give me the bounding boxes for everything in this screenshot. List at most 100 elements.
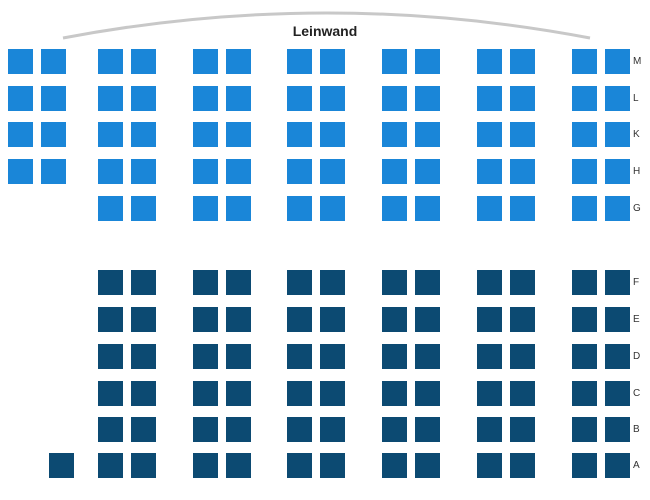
seat-B-4-0[interactable]	[382, 417, 407, 442]
seat-F-6-1[interactable]	[605, 270, 630, 295]
seat-F-4-1[interactable]	[415, 270, 440, 295]
seat-M-0-0[interactable]	[8, 49, 33, 74]
seat-G-4-0[interactable]	[382, 196, 407, 221]
seat-A-5-1[interactable]	[510, 453, 535, 478]
seat-G-2-0[interactable]	[193, 196, 218, 221]
seat-B-3-1[interactable]	[320, 417, 345, 442]
seat-K-4-1[interactable]	[415, 122, 440, 147]
seat-L-5-1[interactable]	[510, 86, 535, 111]
seat-D-2-1[interactable]	[226, 344, 251, 369]
seat-F-3-0[interactable]	[287, 270, 312, 295]
seat-L-0-1[interactable]	[41, 86, 66, 111]
seat-E-5-1[interactable]	[510, 307, 535, 332]
seat-M-2-0[interactable]	[193, 49, 218, 74]
seat-G-6-0[interactable]	[572, 196, 597, 221]
seat-D-1-1[interactable]	[131, 344, 156, 369]
seat-E-4-0[interactable]	[382, 307, 407, 332]
seat-B-6-0[interactable]	[572, 417, 597, 442]
seat-A-single[interactable]	[49, 453, 74, 478]
seat-G-6-1[interactable]	[605, 196, 630, 221]
seat-L-3-1[interactable]	[320, 86, 345, 111]
seat-D-3-1[interactable]	[320, 344, 345, 369]
seat-G-3-1[interactable]	[320, 196, 345, 221]
seat-B-2-1[interactable]	[226, 417, 251, 442]
seat-H-4-1[interactable]	[415, 159, 440, 184]
seat-L-3-0[interactable]	[287, 86, 312, 111]
seat-L-1-1[interactable]	[131, 86, 156, 111]
seat-D-1-0[interactable]	[98, 344, 123, 369]
seat-E-3-0[interactable]	[287, 307, 312, 332]
seat-K-2-1[interactable]	[226, 122, 251, 147]
seat-C-2-0[interactable]	[193, 381, 218, 406]
seat-H-3-0[interactable]	[287, 159, 312, 184]
seat-A-5-0[interactable]	[477, 453, 502, 478]
seat-C-3-0[interactable]	[287, 381, 312, 406]
seat-M-0-1[interactable]	[41, 49, 66, 74]
seat-L-4-1[interactable]	[415, 86, 440, 111]
seat-C-1-0[interactable]	[98, 381, 123, 406]
seat-C-4-0[interactable]	[382, 381, 407, 406]
seat-F-1-0[interactable]	[98, 270, 123, 295]
seat-L-2-0[interactable]	[193, 86, 218, 111]
seat-G-2-1[interactable]	[226, 196, 251, 221]
seat-B-1-0[interactable]	[98, 417, 123, 442]
seat-F-6-0[interactable]	[572, 270, 597, 295]
seat-E-2-1[interactable]	[226, 307, 251, 332]
seat-H-2-1[interactable]	[226, 159, 251, 184]
seat-H-3-1[interactable]	[320, 159, 345, 184]
seat-A-6-0[interactable]	[572, 453, 597, 478]
seat-A-2-1[interactable]	[226, 453, 251, 478]
seat-K-2-0[interactable]	[193, 122, 218, 147]
seat-M-1-1[interactable]	[131, 49, 156, 74]
seat-H-5-1[interactable]	[510, 159, 535, 184]
seat-K-3-1[interactable]	[320, 122, 345, 147]
seat-H-0-0[interactable]	[8, 159, 33, 184]
seat-L-0-0[interactable]	[8, 86, 33, 111]
seat-K-4-0[interactable]	[382, 122, 407, 147]
seat-E-3-1[interactable]	[320, 307, 345, 332]
seat-A-4-1[interactable]	[415, 453, 440, 478]
seat-M-5-1[interactable]	[510, 49, 535, 74]
seat-E-6-0[interactable]	[572, 307, 597, 332]
seat-C-3-1[interactable]	[320, 381, 345, 406]
seat-D-2-0[interactable]	[193, 344, 218, 369]
seat-F-2-0[interactable]	[193, 270, 218, 295]
seat-A-1-0[interactable]	[98, 453, 123, 478]
seat-H-0-1[interactable]	[41, 159, 66, 184]
seat-A-6-1[interactable]	[605, 453, 630, 478]
seat-B-2-0[interactable]	[193, 417, 218, 442]
seat-E-5-0[interactable]	[477, 307, 502, 332]
seat-A-3-0[interactable]	[287, 453, 312, 478]
seat-G-3-0[interactable]	[287, 196, 312, 221]
seat-H-4-0[interactable]	[382, 159, 407, 184]
seat-G-1-1[interactable]	[131, 196, 156, 221]
seat-D-5-1[interactable]	[510, 344, 535, 369]
seat-F-1-1[interactable]	[131, 270, 156, 295]
seat-K-5-0[interactable]	[477, 122, 502, 147]
seat-L-2-1[interactable]	[226, 86, 251, 111]
seat-B-3-0[interactable]	[287, 417, 312, 442]
seat-C-2-1[interactable]	[226, 381, 251, 406]
seat-L-6-1[interactable]	[605, 86, 630, 111]
seat-K-1-0[interactable]	[98, 122, 123, 147]
seat-E-1-0[interactable]	[98, 307, 123, 332]
seat-B-5-1[interactable]	[510, 417, 535, 442]
seat-E-2-0[interactable]	[193, 307, 218, 332]
seat-G-4-1[interactable]	[415, 196, 440, 221]
seat-K-5-1[interactable]	[510, 122, 535, 147]
seat-B-6-1[interactable]	[605, 417, 630, 442]
seat-E-4-1[interactable]	[415, 307, 440, 332]
seat-L-4-0[interactable]	[382, 86, 407, 111]
seat-F-3-1[interactable]	[320, 270, 345, 295]
seat-K-0-0[interactable]	[8, 122, 33, 147]
seat-B-1-1[interactable]	[131, 417, 156, 442]
seat-D-6-0[interactable]	[572, 344, 597, 369]
seat-B-5-0[interactable]	[477, 417, 502, 442]
seat-H-1-0[interactable]	[98, 159, 123, 184]
seat-K-1-1[interactable]	[131, 122, 156, 147]
seat-G-5-0[interactable]	[477, 196, 502, 221]
seat-F-5-0[interactable]	[477, 270, 502, 295]
seat-D-4-0[interactable]	[382, 344, 407, 369]
seat-K-3-0[interactable]	[287, 122, 312, 147]
seat-M-3-1[interactable]	[320, 49, 345, 74]
